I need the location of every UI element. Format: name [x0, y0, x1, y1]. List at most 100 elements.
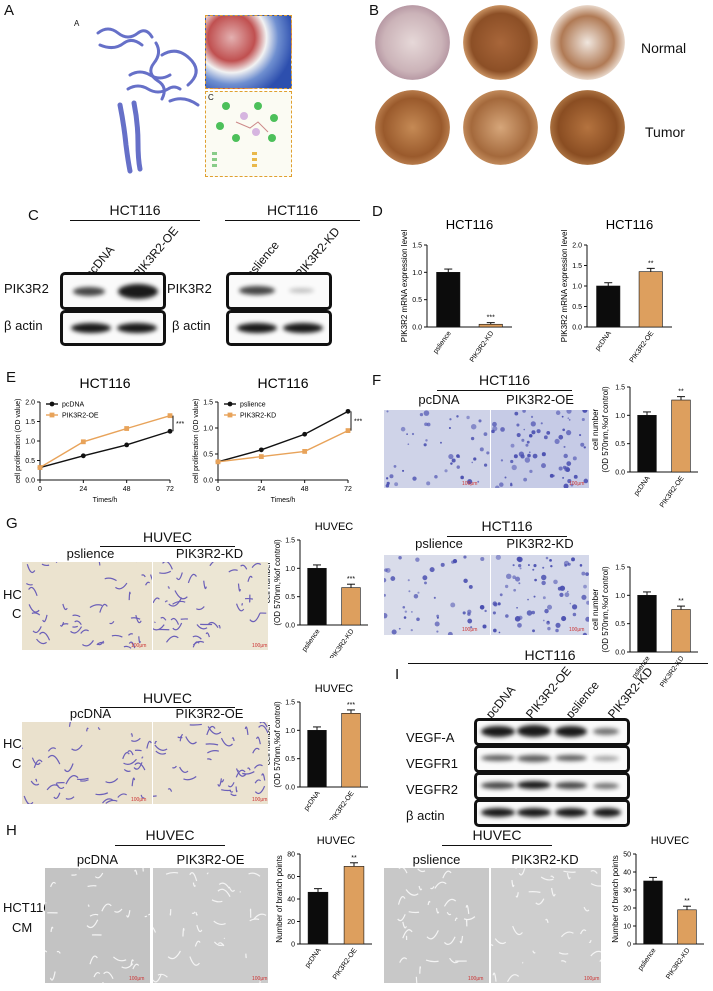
blot-c-pik3r2-right [226, 272, 332, 310]
scale-bar-label: 100μm [129, 976, 145, 982]
significance-label: *** [176, 421, 184, 428]
y-tick-label: 1.0 [285, 728, 295, 735]
tube-migration-image [153, 722, 268, 804]
blot-c-pik3r2-left [60, 272, 166, 310]
y-axis-label: (OD 570nm,%of control) [273, 539, 282, 626]
blot-c-right-underline [225, 220, 360, 221]
x-tick-label: PIK3R2-KD [659, 655, 685, 689]
bar [677, 909, 697, 945]
legend-label: PIK3R2-KD [240, 413, 276, 420]
bar [341, 713, 361, 788]
x-tick-label: 48 [301, 486, 309, 493]
y-tick-label: 0.0 [285, 623, 295, 630]
x-tick-label: pcDNA [594, 330, 613, 352]
cell-texture [153, 722, 268, 797]
y-tick-label: 0 [291, 942, 295, 949]
blot-c-left-title: HCT116 [109, 202, 161, 218]
row-label-pik3r2: PIK3R2 [4, 281, 49, 296]
scale-bar-label: 100μm [569, 627, 585, 633]
f-bottom-lane-1: pslience [415, 536, 463, 551]
bar [436, 272, 461, 328]
panel-label-f: F [372, 372, 382, 389]
ihc-normal-3 [550, 5, 625, 80]
y-tick-label: 0.0 [615, 650, 625, 657]
data-point [345, 428, 351, 433]
ihc-tumor-3 [550, 90, 625, 165]
g-bottom-title: HUVEC [142, 690, 192, 706]
h-left-lane-1: pcDNA [76, 852, 119, 867]
data-point [302, 431, 308, 437]
legend-label: pcDNA [62, 402, 85, 409]
blot-i-actin [474, 799, 630, 827]
g-top-underline [100, 546, 235, 547]
series-line [217, 410, 349, 463]
y-axis-label: cell number [591, 588, 600, 630]
data-point [124, 426, 130, 431]
significance-label: *** [347, 576, 355, 583]
y-tick-label: 1.5 [615, 565, 625, 572]
y-tick-label: 20 [287, 919, 295, 926]
y-axis-label: PIK3R2 mRNA expression level [560, 230, 569, 343]
y-tick-label: 0.5 [203, 452, 213, 459]
bar [343, 866, 365, 945]
normal-label: Normal [641, 40, 687, 56]
chart-title: HUVEC [651, 835, 690, 847]
cell-texture [45, 868, 150, 983]
cell-texture [491, 868, 601, 983]
g-bottom-lane-1: pcDNA [69, 706, 112, 721]
panel-label-c: C [28, 207, 39, 224]
blot-i-title: HCT116 [524, 647, 576, 663]
data-point [80, 439, 86, 445]
x-axis-label: Times/h [93, 497, 118, 504]
scale-bar-label: 100μm [468, 976, 484, 982]
y-tick-label: 1.5 [285, 538, 295, 545]
h-left-lane-2: PIK3R2-OE [176, 852, 245, 867]
transwell-image [491, 555, 589, 635]
x-tick-label: PIK3R2-OE [629, 330, 656, 364]
scale-bar-label: 100μm [252, 643, 268, 649]
panel-label-e: E [6, 369, 17, 386]
cell-texture [491, 410, 589, 488]
chart-title: HUVEC [315, 683, 354, 695]
y-tick-label: 1.5 [412, 243, 422, 250]
panel-label-h: H [6, 822, 17, 839]
legend-label: pslience [240, 402, 266, 409]
bar [638, 271, 663, 328]
y-axis-label: Number of branch points [275, 855, 284, 943]
x-tick-label: 72 [166, 486, 174, 493]
cell-texture [22, 722, 152, 804]
series-line [217, 429, 349, 463]
bar [671, 399, 691, 473]
series-line [39, 430, 171, 469]
y-tick-label: 0.5 [615, 621, 625, 628]
chart-title: HCT116 [446, 217, 493, 232]
y-tick-label: 1.0 [25, 439, 35, 446]
blot-c-left-underline [70, 220, 200, 221]
y-tick-label: 1.0 [615, 593, 625, 600]
x-tick-label: pslience [301, 628, 322, 653]
x-tick-label: pcDNA [304, 947, 323, 969]
data-point [345, 408, 351, 414]
g-top-title: HUVEC [142, 529, 192, 545]
cell-texture [153, 871, 267, 983]
row-label-actin: β actin [172, 318, 211, 333]
x-tick-label: PIK3R2-KD [469, 330, 495, 364]
transwell-image [384, 555, 490, 635]
bar [643, 880, 663, 945]
tube-formation-image [153, 868, 268, 983]
y-tick-label: 1.5 [25, 419, 35, 426]
y-tick-label: 2.0 [572, 243, 582, 250]
y-tick-label: 1.0 [412, 270, 422, 277]
x-axis-label: Times/h [271, 497, 296, 504]
y-tick-label: 2.0 [25, 400, 35, 407]
chart-title: HUVEC [317, 835, 356, 847]
y-axis-label: Number of branch points [611, 855, 620, 943]
transwell-image [491, 410, 589, 488]
ihc-normal-2 [463, 5, 538, 80]
significance-label: *** [354, 418, 362, 425]
legend-label: PIK3R2-OE [62, 413, 99, 420]
significance-label: ** [351, 855, 357, 862]
